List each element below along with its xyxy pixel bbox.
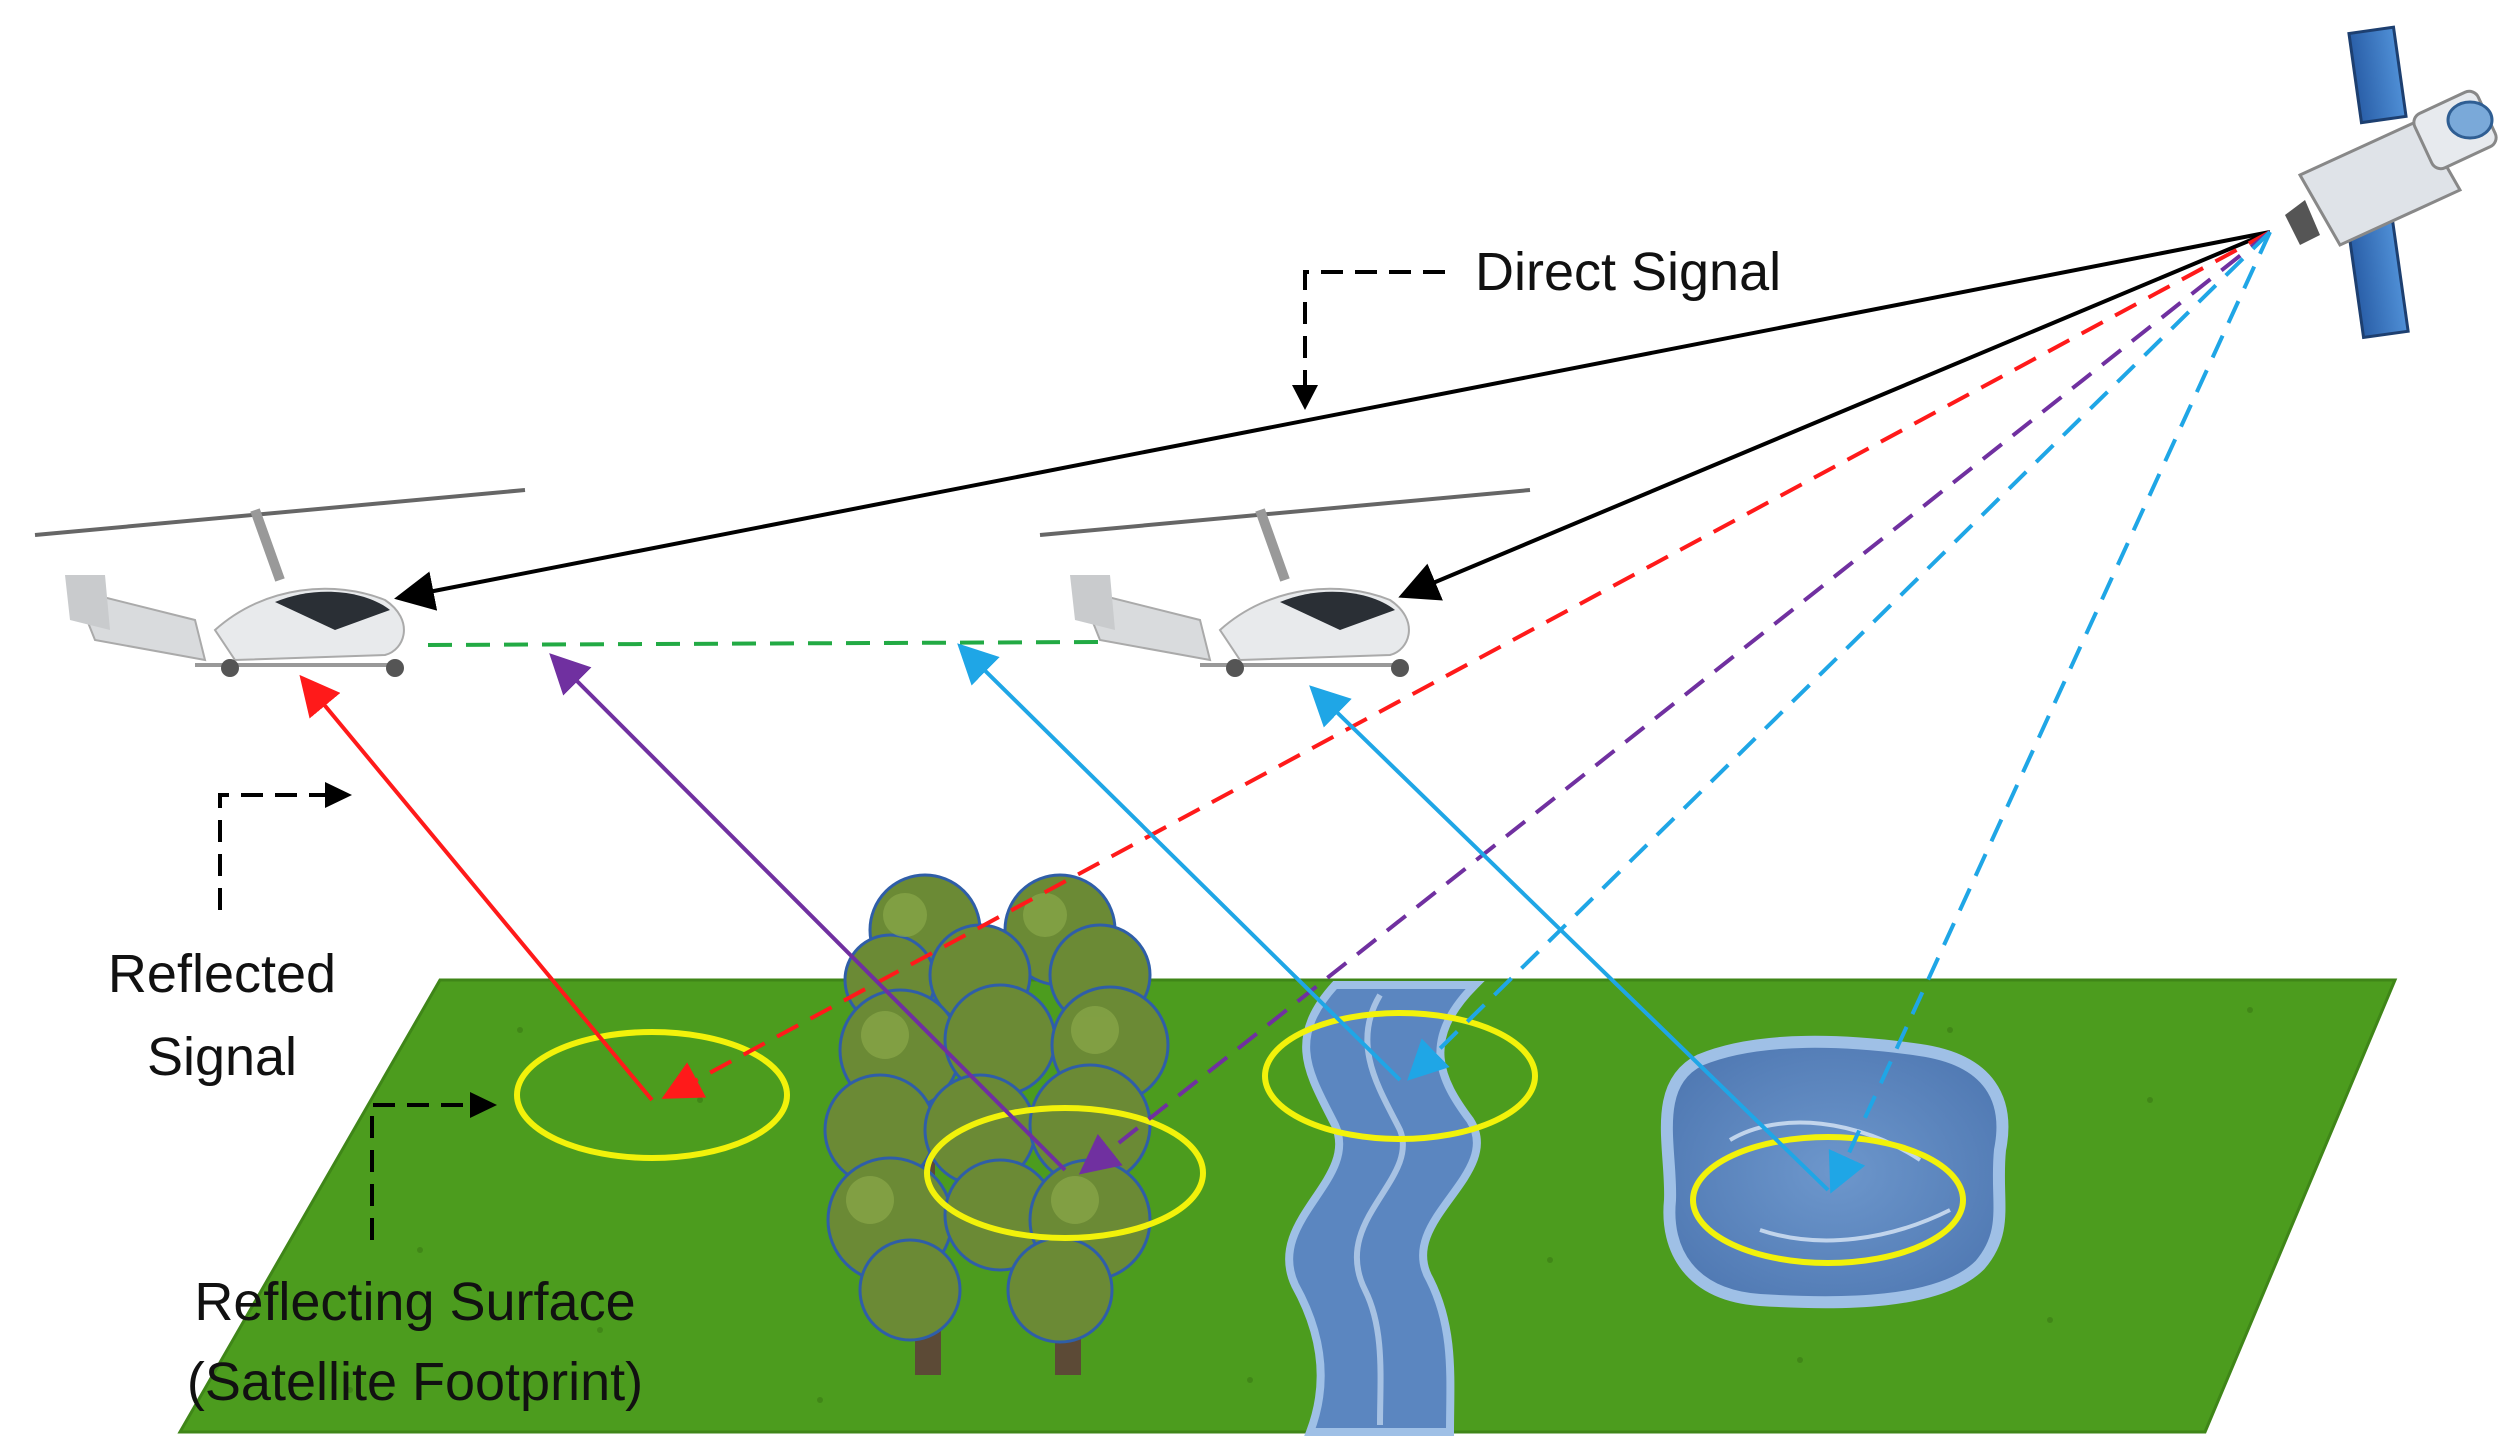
footprint-ellipse-pond: [1690, 1134, 1966, 1266]
incident-purple: [1078, 230, 2272, 1175]
gyrocopter-icon: [1039, 488, 1531, 677]
reflected-red: [299, 674, 654, 1102]
reflected-blue-river: [957, 643, 1402, 1082]
tree-cluster: [823, 873, 1170, 1375]
footprint-ellipse-ground: [514, 1029, 790, 1161]
satellite-icon: [2285, 25, 2498, 340]
reflecting-surface-label-line2: (Satellite Footprint): [187, 1352, 643, 1412]
reflected-signal-callout: [218, 782, 352, 910]
aircraft-baseline: [427, 640, 1101, 647]
incident-blue-river: [1407, 230, 2272, 1081]
reflected-signal-label: Reflected: [108, 944, 336, 1004]
direct-signal-label: Direct Signal: [1475, 242, 1781, 302]
footprint-ellipse-trees: [924, 1105, 1206, 1241]
direct-signal-lines: [394, 230, 2271, 611]
direct-signal-line-1: [394, 230, 2271, 611]
direct-signal-callout: [1292, 270, 1445, 410]
reflecting-surface-label: Reflecting Surface: [194, 1272, 635, 1332]
reflected-purple: [549, 653, 1067, 1172]
footprint-ellipses: [514, 1010, 1966, 1266]
footprint-ellipse-river: [1262, 1010, 1538, 1142]
direct-signal-line-2: [1398, 230, 2271, 601]
incident-signal-lines: [661, 230, 2272, 1194]
reflected-blue-pond: [1309, 685, 1830, 1192]
incident-blue-pond: [1828, 231, 2272, 1194]
reflecting-surface-callout: [370, 1092, 497, 1240]
river-icon: [1285, 981, 1485, 1436]
reflected-signal-label-line2: Signal: [147, 1027, 297, 1087]
gyrocopter-icon: [34, 488, 526, 677]
reflected-signal-lines: [299, 643, 1830, 1192]
